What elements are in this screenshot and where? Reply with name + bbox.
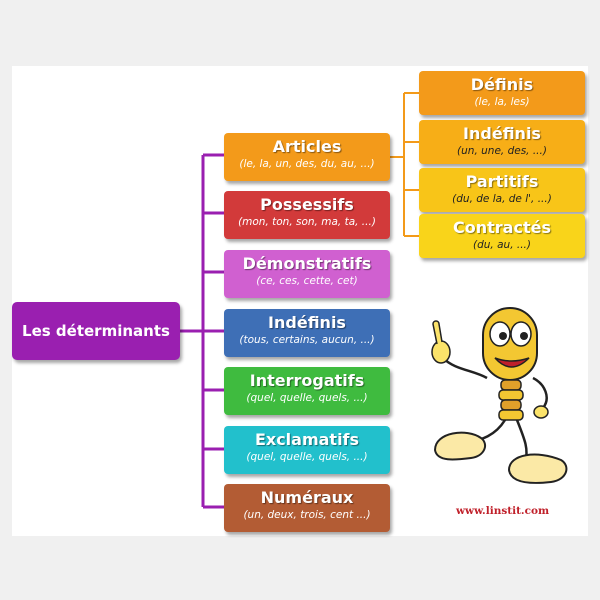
article-partitifs: Partitifs (du, de la, de l', ...) <box>419 168 585 212</box>
category-examples: (tous, certains, aucun, ...) <box>239 334 375 346</box>
article-examples: (du, de la, de l', ...) <box>452 193 552 205</box>
article-title: Partitifs <box>465 172 539 191</box>
category-demonstratifs: Démonstratifs (ce, ces, cette, cet) <box>224 250 390 298</box>
article-title: Indéfinis <box>463 124 541 143</box>
category-examples: (mon, ton, son, ma, ta, ...) <box>238 216 376 228</box>
category-title: Numéraux <box>260 488 354 507</box>
root-node: Les déterminants <box>12 302 180 360</box>
mascot-illustration <box>431 307 568 484</box>
articles-bracket <box>390 92 419 237</box>
article-title: Définis <box>470 75 534 94</box>
website-link[interactable]: www.linstit.com <box>456 505 550 517</box>
category-examples: (quel, quelle, quels, ...) <box>246 392 368 404</box>
category-title: Possessifs <box>260 195 354 214</box>
article-indefinis: Indéfinis (un, une, des, ...) <box>419 120 585 164</box>
category-examples: (quel, quelle, quels, ...) <box>246 451 368 463</box>
article-definis: Définis (le, la, les) <box>419 71 585 115</box>
category-possessifs: Possessifs (mon, ton, son, ma, ta, ...) <box>224 191 390 239</box>
article-title: Contractés <box>453 218 551 237</box>
category-numeraux: Numéraux (un, deux, trois, cent ...) <box>224 484 390 532</box>
article-examples: (un, une, des, ...) <box>457 145 547 157</box>
category-examples: (le, la, un, des, du, au, ...) <box>239 158 375 170</box>
article-examples: (le, la, les) <box>474 96 530 108</box>
category-title: Démonstratifs <box>242 254 372 273</box>
category-examples: (un, deux, trois, cent ...) <box>243 509 371 521</box>
category-title: Interrogatifs <box>249 371 365 390</box>
root-bracket <box>180 153 224 509</box>
category-exclamatifs: Exclamatifs (quel, quelle, quels, ...) <box>224 426 390 474</box>
category-indefinis: Indéfinis (tous, certains, aucun, ...) <box>224 309 390 357</box>
category-interrogatifs: Interrogatifs (quel, quelle, quels, ...) <box>224 367 390 415</box>
article-contractes: Contractés (du, au, ...) <box>419 214 585 258</box>
category-title: Articles <box>272 137 342 156</box>
category-examples: (ce, ces, cette, cet) <box>256 275 358 287</box>
category-title: Exclamatifs <box>254 430 360 449</box>
article-examples: (du, au, ...) <box>473 239 531 251</box>
category-title: Indéfinis <box>268 313 346 332</box>
category-articles: Articles (le, la, un, des, du, au, ...) <box>224 133 390 181</box>
